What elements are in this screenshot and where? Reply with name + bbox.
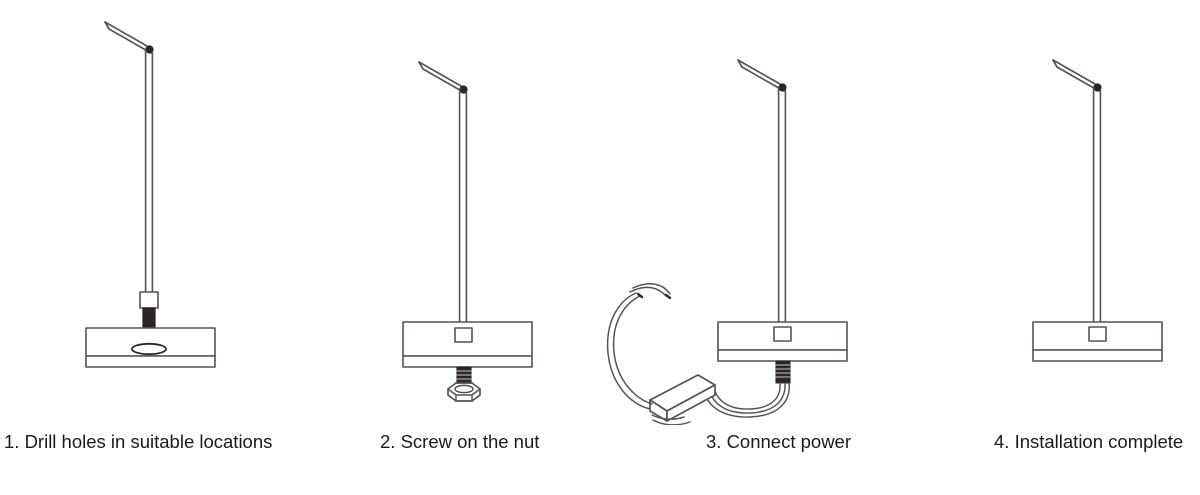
- step-1-illustration: [85, 21, 216, 368]
- supply-wires-icon: [606, 283, 691, 425]
- drilled-hole-icon: [131, 342, 167, 356]
- mounting-collar-icon: [773, 326, 792, 342]
- lamp-post-icon: [777, 86, 787, 323]
- power-connector-block-icon: [649, 374, 716, 422]
- lamp-arm-icon: [104, 21, 152, 54]
- lamp-arm-icon: [1052, 59, 1100, 92]
- step-3-illustration: [606, 59, 848, 425]
- lamp-arm-icon: [418, 61, 466, 94]
- drill-chuck-collar-icon: [139, 291, 159, 309]
- step-2-caption: 2. Screw on the nut: [380, 431, 540, 452]
- hex-nut-icon: [447, 382, 481, 402]
- wire-end-icon: [636, 292, 672, 300]
- lamp-post-icon: [458, 88, 468, 329]
- step-1-caption: 1. Drill holes in suitable locations: [4, 431, 273, 452]
- threaded-stud-icon: [775, 360, 791, 384]
- step-3-caption: 3. Connect power: [706, 431, 852, 452]
- step-2-illustration: [402, 61, 533, 402]
- mounting-collar-icon: [1088, 326, 1107, 342]
- lamp-post-icon: [144, 48, 154, 293]
- lamp-post-icon: [1092, 86, 1102, 323]
- step-4-illustration: [1032, 59, 1163, 362]
- lamp-wires-icon: [704, 382, 790, 418]
- step-4-caption: 4. Installation complete: [994, 431, 1184, 452]
- lamp-arm-icon: [737, 59, 785, 92]
- mounting-collar-icon: [454, 327, 473, 343]
